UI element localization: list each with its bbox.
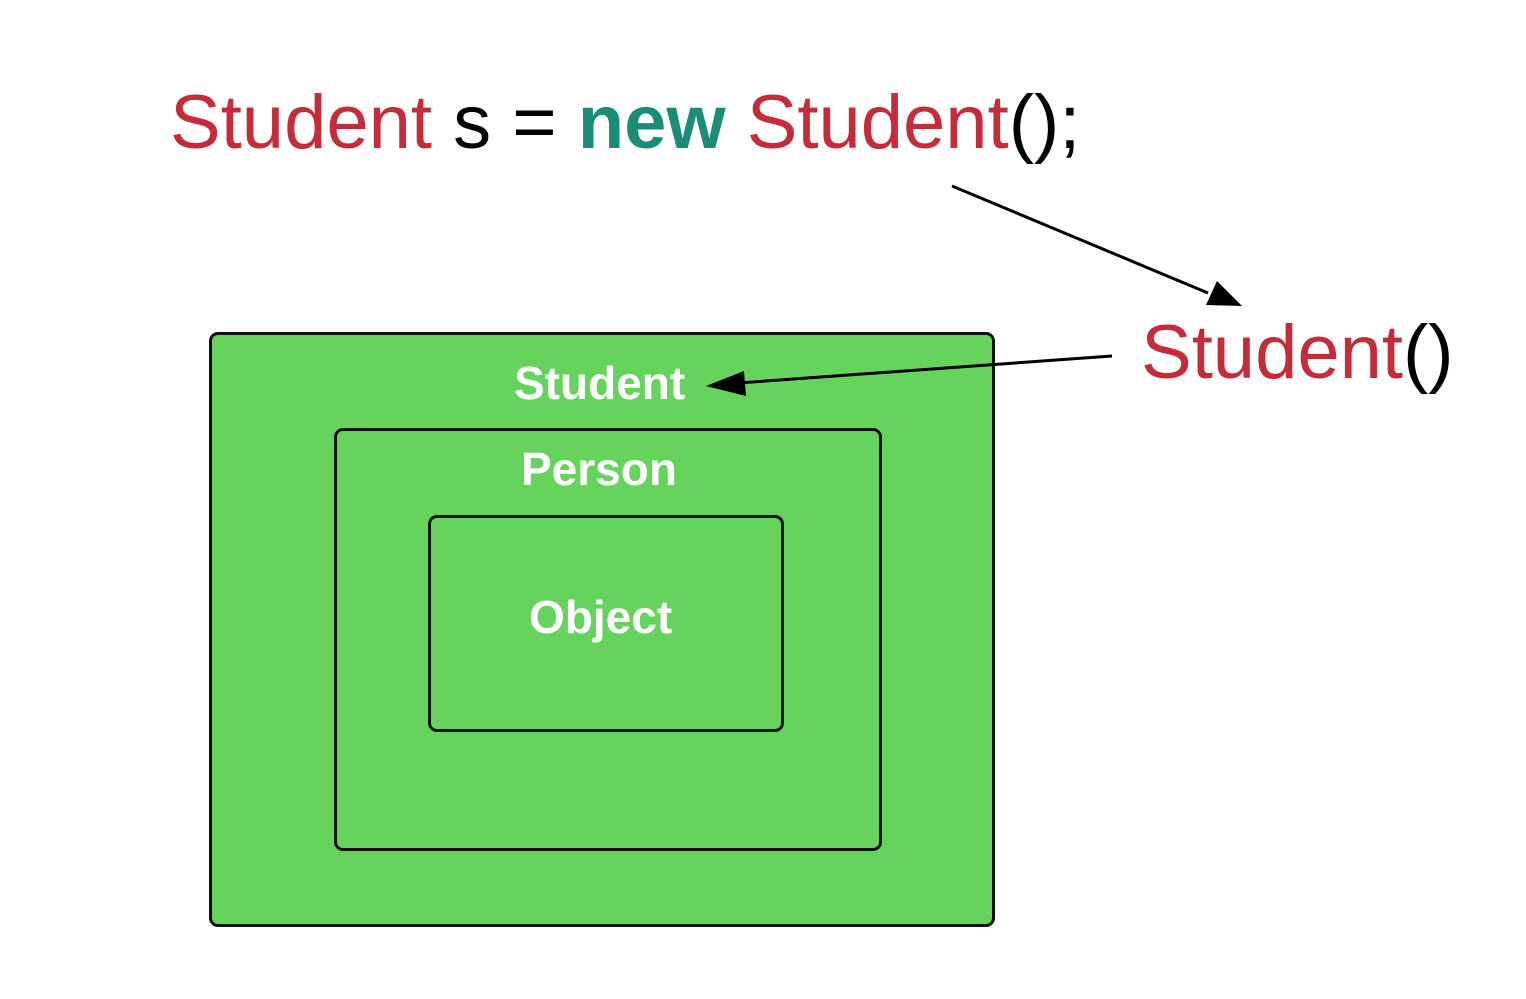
code-assign-operator: = bbox=[491, 80, 578, 165]
code-constructor-name: Student bbox=[746, 80, 1009, 165]
code-new-keyword: new bbox=[577, 80, 726, 165]
arrow-new-to-constructor bbox=[951, 184, 1242, 306]
code-space bbox=[726, 80, 747, 165]
code-statement: Student s = new Student(); bbox=[170, 78, 1080, 168]
constructor-call-label: Student() bbox=[1141, 308, 1454, 398]
code-variable-name: s bbox=[453, 80, 492, 165]
constructor-call-name: Student bbox=[1141, 310, 1403, 395]
object-box-label: Object bbox=[529, 591, 673, 643]
person-box-label: Person bbox=[521, 443, 677, 495]
code-type-name: Student bbox=[170, 80, 432, 165]
code-call-suffix: (); bbox=[1008, 80, 1081, 165]
object-object-box bbox=[428, 515, 784, 732]
code-space bbox=[432, 80, 453, 165]
constructor-call-parens: () bbox=[1403, 310, 1454, 395]
student-box-label: Student bbox=[514, 357, 686, 409]
